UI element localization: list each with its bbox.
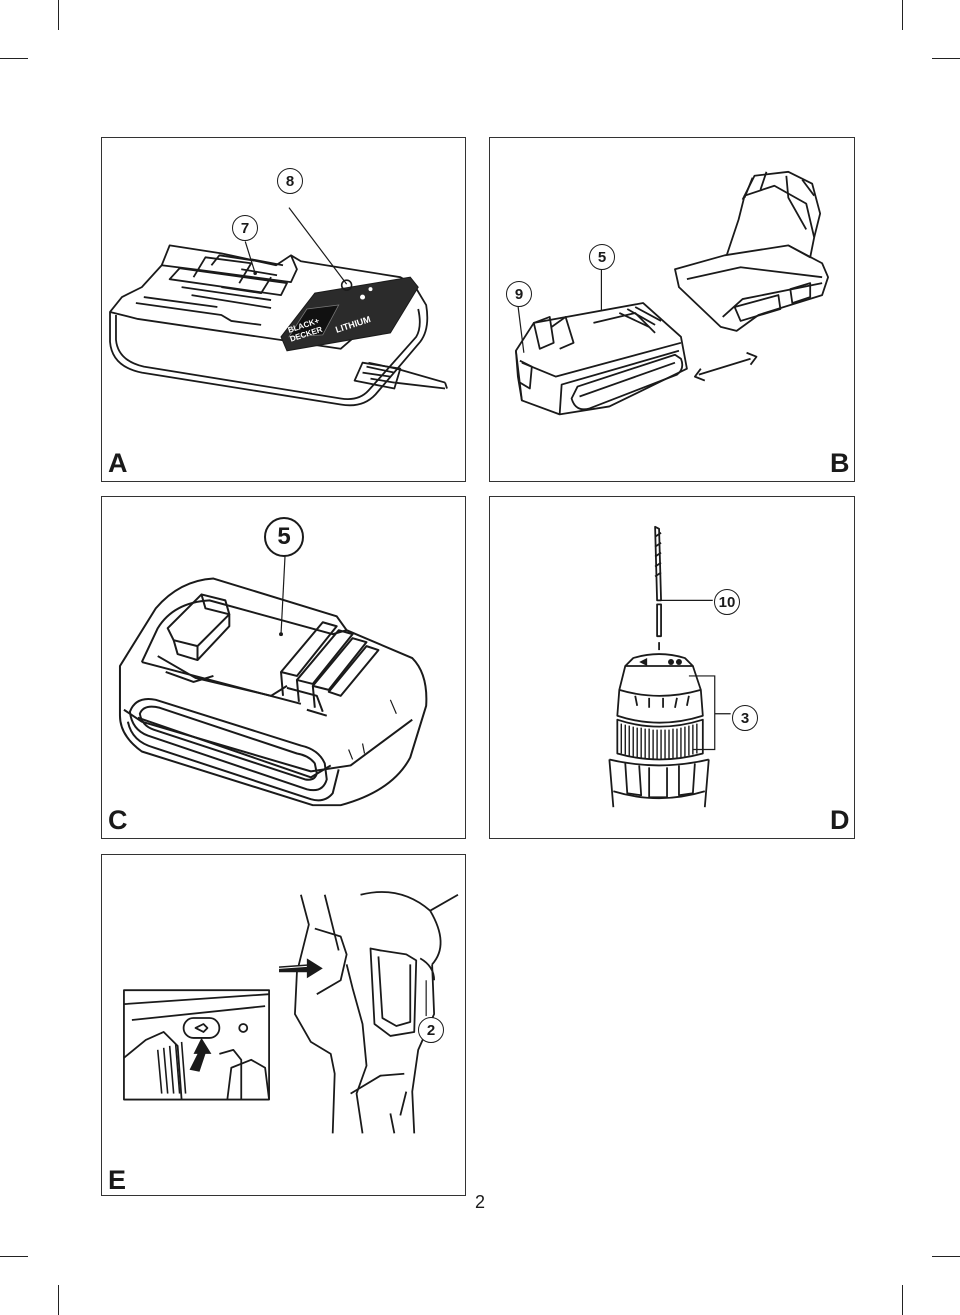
crop-mark	[902, 1285, 903, 1315]
battery-pack-illustration	[118, 556, 428, 807]
figure-label-b: B	[830, 448, 850, 478]
callout-5-large: 5	[264, 517, 304, 557]
crop-mark	[58, 1285, 59, 1315]
figure-label-c: C	[108, 805, 128, 835]
crop-mark	[902, 0, 903, 30]
callout-2: 2	[418, 1017, 444, 1043]
figure-label-d: D	[830, 805, 850, 835]
figure-label-e: E	[108, 1165, 127, 1195]
charger-illustration: BLACK+ DECKER LITHIUM	[109, 207, 448, 407]
figure-b-panel: 9 5 B	[489, 137, 855, 482]
callout-3: 3	[732, 705, 758, 731]
crop-mark	[58, 0, 59, 30]
figure-label-a: A	[108, 448, 128, 478]
crop-mark	[0, 58, 28, 59]
callout-5: 5	[589, 244, 615, 270]
crop-mark	[0, 1256, 28, 1257]
callout-8: 8	[277, 168, 303, 194]
callout-7: 7	[232, 215, 258, 241]
battery-insert-illustration	[515, 170, 829, 416]
callout-9: 9	[506, 281, 532, 307]
crop-mark	[932, 58, 960, 59]
chuck-illustration	[608, 525, 731, 808]
crop-mark	[932, 1256, 960, 1257]
figure-a-panel: BLACK+ DECKER LITHIUM 7 8 A	[101, 137, 466, 482]
callout-10: 10	[714, 589, 740, 615]
figure-e-panel: 2 E	[101, 854, 466, 1196]
figure-d-panel: 10 3 D	[489, 496, 855, 839]
slider-illustration	[123, 891, 459, 1134]
page-number: 2	[474, 1192, 485, 1212]
figure-c-panel: 5 C	[101, 496, 466, 839]
